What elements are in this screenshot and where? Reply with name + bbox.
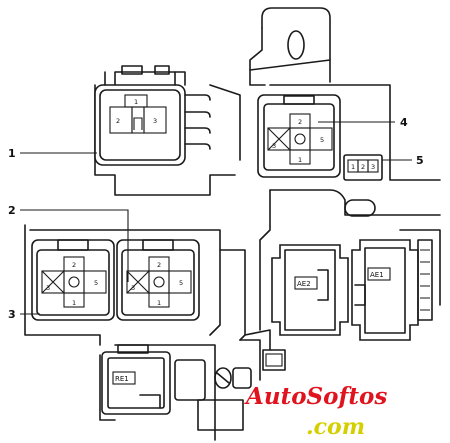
mounting-tab <box>287 30 331 83</box>
ae2-label: AE2 <box>297 280 311 288</box>
relay-2-pin-left: 3 <box>131 284 135 292</box>
connector-5-pin-1: 1 <box>351 163 355 171</box>
connector-5-pin-2: 2 <box>361 163 365 171</box>
relay-4-pin-top: 2 <box>298 118 302 126</box>
relay-4-pin-right: 5 <box>320 136 324 144</box>
callout-1: 1 <box>8 147 97 160</box>
callout-number-3: 3 <box>8 308 16 321</box>
callout-number-2: 2 <box>8 204 16 217</box>
relay-4-pin-left: 3 <box>272 142 276 150</box>
callout-number-5: 5 <box>416 154 424 167</box>
callout-number-4: 4 <box>400 116 408 129</box>
component-ae1: AE1 <box>351 239 433 341</box>
relay-4-pin-bottom: 1 <box>298 156 302 164</box>
callout-5: 5 <box>382 154 424 167</box>
relay-1-pin-left: 2 <box>116 117 120 125</box>
relay-3-pin-top: 2 <box>72 261 76 269</box>
relay-3-pin-bottom: 1 <box>72 299 76 307</box>
relay-2: 2 3 5 1 <box>116 239 200 321</box>
connector-5-pin-3: 3 <box>371 163 375 171</box>
connector-5: 1 2 3 <box>343 154 383 181</box>
relay-2-pin-bottom: 1 <box>157 299 161 307</box>
callout-3: 3 <box>8 308 40 321</box>
relay-3: 2 3 5 1 <box>31 239 115 321</box>
lower-center-parts <box>174 349 286 431</box>
callout-number-1: 1 <box>8 147 16 160</box>
callout-2: 2 <box>8 204 129 282</box>
relay-1-pin-top: 1 <box>134 98 138 106</box>
ae1-label: AE1 <box>370 271 384 279</box>
relay-3-pin-right: 5 <box>94 279 98 287</box>
watermark-line-2: .com <box>306 414 365 440</box>
watermark-line-1: AutoSoftos <box>244 383 387 410</box>
relay-2-pin-top: 2 <box>157 261 161 269</box>
relay-1-pin-right: 3 <box>153 117 157 125</box>
relay-3-pin-left: 3 <box>46 284 50 292</box>
relay-4: 2 3 5 1 <box>257 94 341 178</box>
watermark: AutoSoftos .com <box>244 383 387 440</box>
component-re1: RE1 <box>101 344 171 415</box>
mounting-slot <box>344 199 376 217</box>
relay-2-pin-right: 5 <box>179 279 183 287</box>
re1-label: RE1 <box>115 375 129 383</box>
callout-4: 4 <box>318 116 408 129</box>
relay-1: 1 2 3 <box>94 65 211 166</box>
component-ae2: AE2 <box>271 244 349 336</box>
